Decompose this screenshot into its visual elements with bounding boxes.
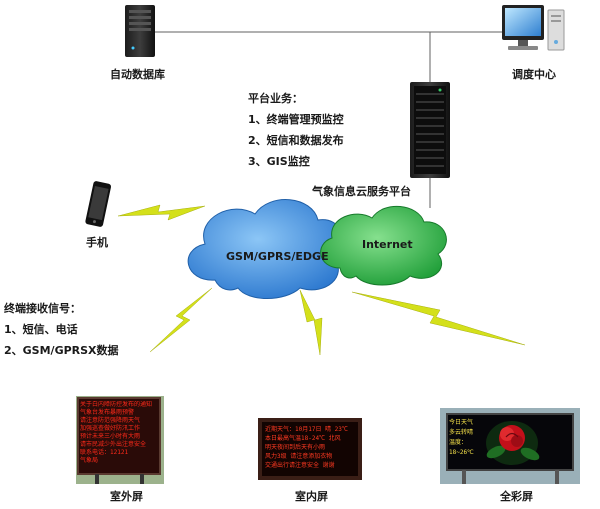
indoor-screen-display: 近期天气：10月17日 晴 23℃ 本日最高气温18-24℃ 北风 明天夜间到后… (265, 425, 355, 473)
outdoor-screen-display: 关于白内障防控发布的通知 气象台发布暴雨预警 请注意防范强降雨天气 加强巡查做好… (80, 401, 158, 472)
terminal-signal-item: 2、GSM/GPRSX数据 (4, 344, 119, 357)
outdoor-screen-label: 室外屏 (110, 490, 143, 503)
computer-icon (502, 5, 565, 51)
platform-service-item: 1、终端管理预监控 (248, 113, 344, 126)
terminal-signals: 终端接收信号： 1、短信、电话 2、GSM/GPRSX数据 (4, 298, 119, 361)
terminal-signal-item: 1、短信、电话 (4, 323, 78, 336)
color-screen-display: 今日天气 多云转晴 温度： 18~26℃ (449, 418, 483, 468)
color-screen-frame (440, 408, 580, 484)
color-screen-label: 全彩屏 (500, 490, 533, 503)
indoor-screen-text: 近期天气：10月17日 晴 23℃ 本日最高气温18-24℃ 北风 明天夜间到后… (265, 426, 348, 469)
terminal-signals-title: 终端接收信号： (4, 302, 81, 315)
color-screen-text: 今日天气 多云转晴 温度： 18~26℃ (449, 419, 474, 456)
phone-label: 手机 (86, 236, 108, 249)
database-server-icon (125, 5, 155, 57)
lightning-icons (117, 204, 526, 356)
indoor-screen-frame (258, 418, 362, 480)
cloud-platform-label: 气象信息云服务平台 (312, 185, 411, 198)
indoor-screen-label: 室内屏 (295, 490, 328, 503)
platform-services: 平台业务： 1、终端管理预监控 2、短信和数据发布 3、GIS监控 (248, 88, 344, 172)
gsm-cloud-label: GSM/GPRS/EDGE (226, 250, 329, 263)
outdoor-screen-frame (76, 396, 164, 484)
dispatch-center-label: 调度中心 (512, 68, 556, 81)
connector-lines (150, 31, 520, 208)
platform-services-title: 平台业务： (248, 92, 303, 105)
database-label: 自动数据库 (110, 68, 165, 81)
rack-server-icon (410, 82, 450, 178)
platform-service-item: 2、短信和数据发布 (248, 134, 344, 147)
mobile-phone-icon (85, 181, 112, 227)
internet-cloud-label: Internet (362, 238, 413, 251)
rose-image-icon (486, 421, 540, 465)
internet-cloud-icon (320, 205, 447, 286)
outdoor-screen-text: 关于白内障防控发布的通知 气象台发布暴雨预警 请注意防范强降雨天气 加强巡查做好… (80, 401, 153, 464)
platform-service-item: 3、GIS监控 (248, 155, 310, 168)
gsm-cloud-icon (187, 199, 344, 299)
